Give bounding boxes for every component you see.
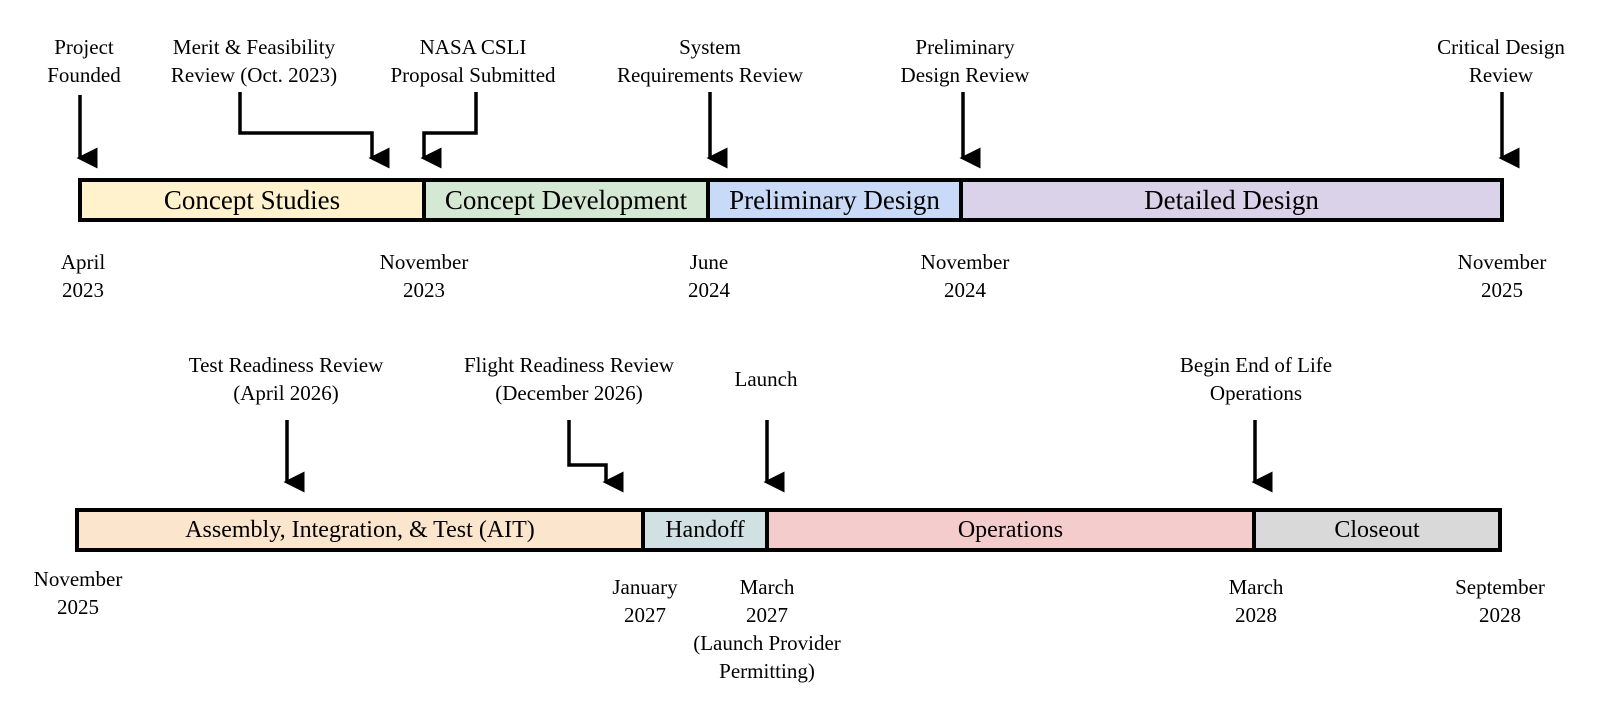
phase-bar: Concept Studies — [78, 178, 426, 222]
arrow-merit-review — [238, 92, 390, 169]
phase-bar: Handoff — [645, 508, 769, 552]
phase-bar: Concept Development — [426, 178, 710, 222]
phase-bar: Closeout — [1256, 508, 1502, 552]
milestone-label: Flight Readiness Review(December 2026) — [464, 353, 674, 405]
milestone-label: Launch — [734, 367, 798, 391]
arrow-csli-proposal — [420, 92, 478, 169]
phase-bar: Operations — [769, 508, 1256, 552]
phase-bar: Preliminary Design — [710, 178, 963, 222]
arrow-frr — [567, 420, 624, 493]
phase-bar: Assembly, Integration, & Test (AIT) — [75, 508, 645, 552]
phase-bar: Detailed Design — [963, 178, 1504, 222]
milestone-label: Test Readiness Review(April 2026) — [188, 353, 384, 405]
